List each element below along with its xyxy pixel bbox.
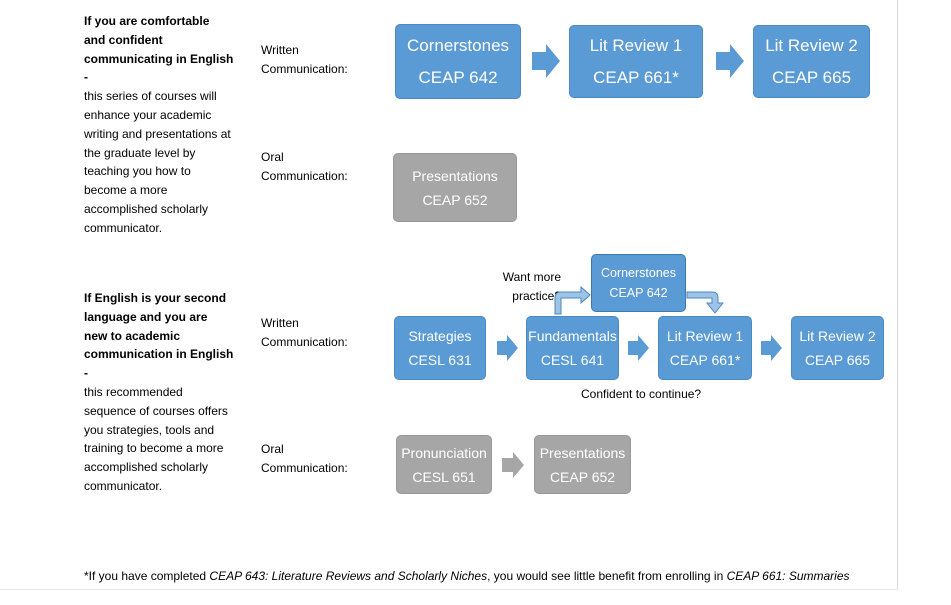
box-title: Pronunciation <box>401 444 487 461</box>
curved-arrow-down-icon <box>686 291 725 314</box>
box-cornerstones-ceap642: Cornerstones CEAP 642 <box>395 24 521 99</box>
box-strategies-cesl631: Strategies CESL 631 <box>394 316 486 380</box>
box-title: Strategies <box>408 328 472 344</box>
box-code: CEAP 642 <box>418 67 498 87</box>
box-code: CESL 631 <box>408 352 472 368</box>
box-fundamentals-cesl641: Fundamentals CESL 641 <box>526 316 619 380</box>
arrow-right-icon <box>497 335 518 361</box>
box-title: Lit Review 1 <box>666 328 744 344</box>
page-bottom-edge <box>0 589 898 590</box>
box-title: Lit Review 2 <box>765 35 858 55</box>
arrow-right-icon <box>532 44 560 78</box>
section1-desc-bold: If you are comfortable and confident com… <box>84 14 234 85</box>
section1-oral-label: Oral Communication: <box>261 150 348 183</box>
box-title: Cornerstones <box>406 35 510 55</box>
box-title: Lit Review 1 <box>589 35 683 55</box>
section2-written-label: Written Communication: <box>261 316 348 349</box>
box-code: CEAP 652 <box>549 468 616 485</box>
box-code: CEAP 665 <box>771 67 852 87</box>
box-pronunciation-cesl651: Pronunciation CESL 651 <box>396 435 492 494</box>
box-code: CEAP 652 <box>422 191 488 208</box>
footnote-course2: CEAP 661: Summaries <box>726 569 850 583</box>
page-right-edge <box>897 0 898 590</box>
box-lit-review-2-ceap665: Lit Review 2 CEAP 665 <box>791 316 884 380</box>
box-lit-review-1-ceap661: Lit Review 1 CEAP 661* <box>658 316 752 380</box>
box-title: Presentations <box>539 444 626 461</box>
section2-description: If English is your second language and y… <box>84 289 234 496</box>
box-code: CESL 651 <box>412 468 476 485</box>
section2-desc-bold: If English is your second language and y… <box>84 291 234 381</box>
arrow-right-icon <box>502 452 524 478</box>
box-title: Presentations <box>412 167 498 184</box>
box-lit-review-1-ceap661: Lit Review 1 CEAP 661* <box>569 25 703 98</box>
curved-arrow-up-icon <box>554 286 591 315</box>
section2-oral-label: Oral Communication: <box>261 442 348 475</box>
box-title: Lit Review 2 <box>799 328 876 344</box>
box-code: CEAP 642 <box>609 286 668 300</box>
box-title: Fundamentals <box>528 328 617 344</box>
footnote-middle: , you would see little benefit from enro… <box>487 569 727 583</box>
box-optional-cornerstones-ceap642: Cornerstones CEAP 642 <box>591 254 686 312</box>
footnote: *If you have completed CEAP 643: Literat… <box>84 568 884 584</box>
arrow-right-icon <box>716 44 744 78</box>
box-lit-review-2-ceap665: Lit Review 2 CEAP 665 <box>753 25 870 98</box>
box-code: CESL 641 <box>540 352 605 368</box>
footnote-course1: CEAP 643: Literature Reviews and Scholar… <box>209 569 488 583</box>
section1-written-label: Written Communication: <box>261 43 348 76</box>
arrow-right-icon <box>628 335 649 361</box>
footnote-prefix: *If you have completed <box>84 569 210 583</box>
box-code: CEAP 661* <box>669 352 741 368</box>
want-more-practice-note: Want more practice? <box>502 270 561 303</box>
box-code: CEAP 665 <box>804 352 871 368</box>
confident-to-continue-note: Confident to continue? <box>581 387 702 401</box>
arrow-right-icon <box>761 335 782 361</box>
section1-description: If you are comfortable and confident com… <box>84 12 234 238</box>
box-presentations-ceap652: Presentations CEAP 652 <box>534 435 631 494</box>
box-presentations-ceap652: Presentations CEAP 652 <box>393 153 517 222</box>
section2-desc-rest: this recommended sequence of courses off… <box>84 384 228 493</box>
box-code: CEAP 661* <box>593 67 679 87</box>
section1-desc-rest: this series of courses will enhance your… <box>84 89 231 235</box>
box-title: Cornerstones <box>600 266 677 280</box>
